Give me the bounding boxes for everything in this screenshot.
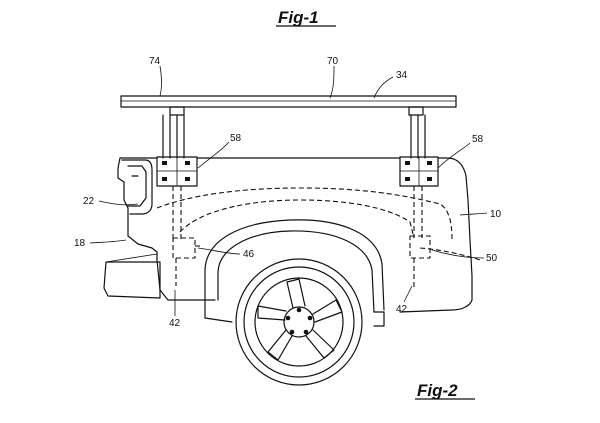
ref-70: 70 (327, 56, 339, 67)
leader-lines (89, 65, 488, 316)
ref-74: 74 (149, 56, 161, 67)
right-bracket (399, 156, 439, 187)
right-rod-hidden (409, 186, 431, 290)
ref-18: 18 (74, 238, 86, 249)
ref-34: 34 (396, 70, 408, 81)
wheel (235, 258, 363, 386)
truck-bed-body (117, 157, 473, 319)
svg-text:Fig-1: Fig-1 (278, 8, 319, 27)
ref-22: 22 (83, 196, 95, 207)
fender-flare (204, 219, 385, 327)
svg-text:Fig-2: Fig-2 (417, 381, 458, 400)
ref-58-right: 58 (472, 134, 484, 145)
left-bracket (156, 156, 198, 187)
tail-light (121, 159, 153, 215)
right-upright-post (408, 106, 426, 159)
ref-50: 50 (486, 253, 498, 264)
ref-42-right: 42 (396, 304, 408, 315)
left-rod-hidden (172, 186, 196, 286)
left-upright-post (162, 106, 185, 159)
ref-58-left: 58 (230, 133, 242, 144)
ref-10: 10 (490, 209, 502, 220)
ref-42-left: 42 (169, 318, 181, 329)
bed-rail-hidden (156, 187, 481, 261)
figure-2-label: Fig-2 (415, 381, 475, 400)
rear-bumper (103, 253, 161, 299)
ref-46: 46 (243, 249, 255, 260)
crossbar (120, 95, 457, 108)
figure-1-label: Fig-1 (276, 8, 336, 27)
